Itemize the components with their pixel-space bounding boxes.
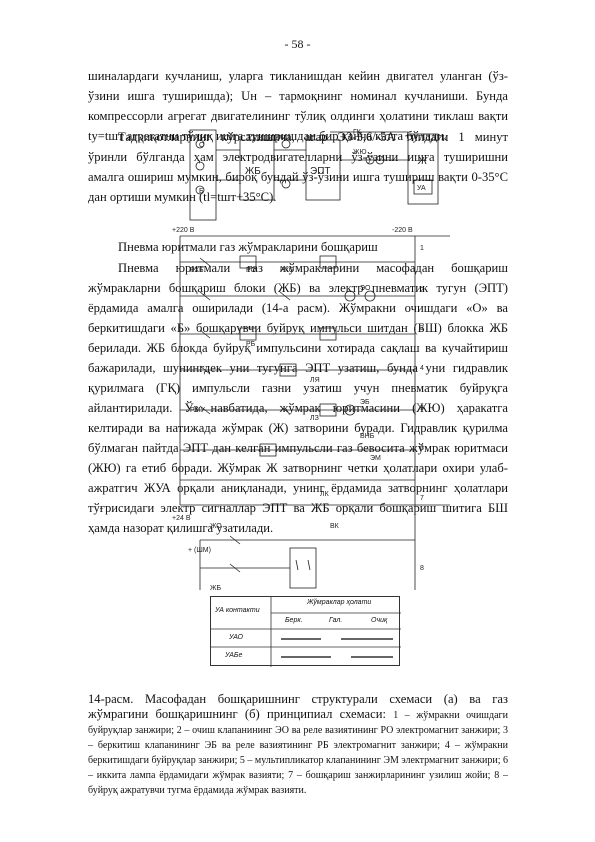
- rung-5: 5: [420, 405, 424, 412]
- ept-block: [305, 139, 341, 201]
- control-schematic: О Б ЖБ ЭПТ Ж ГҚ ЖЮ УА +220 В -220 В +24 …: [170, 120, 460, 600]
- label-lk: ЛК: [320, 491, 330, 498]
- col-closed: Берк.: [285, 617, 303, 624]
- label-shm: + (ШМ): [188, 547, 211, 554]
- label-rmu: РМУ: [190, 407, 205, 414]
- label-zhb-btn: ЖБ: [210, 585, 221, 592]
- label-vnb: ВНБ: [360, 433, 375, 440]
- contact-table-grid: [211, 597, 401, 667]
- col-open: Очиқ: [371, 617, 388, 624]
- paragraph-1: шиналардаги кучланиш, уларга тикланишдан…: [88, 69, 508, 143]
- paragraph-2: Тадқиқотларнинг кўрсатишича, агар ЭЗ-5,6…: [88, 130, 508, 204]
- rung-6: 6: [420, 445, 424, 452]
- caption-legend: 1 – жўмракни очишдаги буйруқлар занжири;…: [88, 710, 508, 796]
- label-eb: ЭБ: [360, 399, 370, 406]
- label-gk: ГҚ: [353, 129, 362, 136]
- label-ro: РО: [246, 267, 257, 274]
- label-zhyu: ЖЮ: [353, 149, 367, 156]
- label-minus220: -220 В: [392, 227, 413, 234]
- label-rb: РБ: [246, 341, 256, 348]
- label-em: ЭМ: [370, 455, 381, 462]
- table-header-right: Жўмраклар ҳолати: [307, 599, 372, 606]
- col-intermediate: Гал.: [329, 617, 343, 624]
- page-number: - 58 -: [284, 37, 311, 51]
- label-rho: РХО: [280, 267, 295, 274]
- label-plus220: +220 В: [172, 227, 195, 234]
- section-heading: Пневма юритмали газ жўмракларини бошқари…: [118, 240, 378, 254]
- terminal-o: О: [199, 142, 205, 149]
- ua-block: [413, 179, 433, 195]
- schematic-svg: О Б ЖБ ЭПТ Ж ГҚ ЖЮ УА +220 В -220 В +24 …: [172, 129, 450, 592]
- zhb-block: [239, 139, 275, 201]
- label-eo: ЭО: [360, 285, 371, 292]
- label-plus24: +24 В: [172, 515, 191, 522]
- label-lz: ЛЗ: [310, 415, 319, 422]
- label-rhb: РХБ: [190, 267, 204, 274]
- valve-block: [407, 133, 439, 205]
- label-zhb: ЖБ: [245, 166, 261, 177]
- rung-4: 4: [420, 365, 424, 372]
- rung-2: 2: [420, 287, 424, 294]
- row-uao: УАО: [229, 634, 243, 641]
- rung-3: 3: [420, 325, 424, 332]
- contact-table: УА контакти Жўмраклар ҳолати Берк. Гал. …: [210, 596, 401, 667]
- label-ept: ЭПТ: [310, 166, 330, 177]
- rung-8: 8: [420, 565, 424, 572]
- shit-block: [189, 129, 217, 221]
- label-lya: ЛЯ: [310, 377, 320, 384]
- paragraph-3: Пневма юритмали газ жўмракларини масофад…: [88, 261, 508, 535]
- figure-caption: 14-расм. Масофадан бошқаришнинг структур…: [88, 692, 508, 797]
- terminal-b: Б: [199, 188, 204, 195]
- row-uabe: УАБе: [225, 652, 243, 659]
- table-header-left: УА контакти: [215, 607, 260, 614]
- label-valve: Ж: [417, 156, 428, 167]
- rung-1: 1: [420, 245, 424, 252]
- caption-main: 14-расм. Масофадан бошқаришнинг структур…: [88, 692, 508, 721]
- label-vk: ВК: [330, 523, 340, 530]
- label-ua: УА: [417, 185, 426, 192]
- label-zho: ЖО: [210, 523, 222, 530]
- rung-7: 7: [420, 495, 424, 502]
